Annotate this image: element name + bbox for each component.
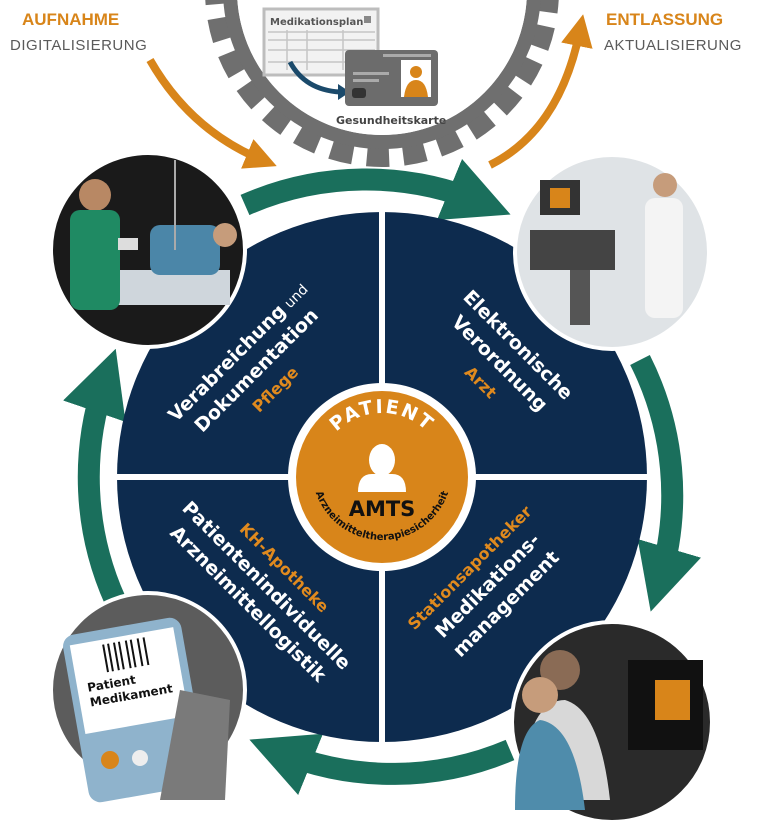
patient-icon: [358, 444, 406, 492]
gesundheitskarte-label: Gesundheitskarte: [336, 114, 446, 127]
photo-pharmacist-screen: [510, 620, 714, 824]
entlassung-title: ENTLASSUNG: [606, 10, 723, 29]
center-badge: PATIENT AMTS Arzneimitteltherapiesicherh…: [288, 383, 476, 571]
photo-doctor-terminal: [513, 153, 711, 351]
health-card-icon: [345, 50, 438, 106]
medikationsplan-title: Medikationsplan: [270, 17, 363, 28]
amts-label: AMTS: [349, 497, 416, 521]
aufnahme-title: AUFNAHME: [22, 10, 119, 29]
transfer-arrow: [287, 60, 341, 95]
photo-nurse-administration: [49, 151, 247, 349]
photo-barcode-scan: Patient Medikament: [49, 591, 247, 803]
digitalisierung-subtitle: DIGITALISIERUNG: [10, 37, 147, 54]
aktualisierung-subtitle: AKTUALISIERUNG: [604, 37, 742, 54]
orange-arrow-right: [488, 14, 593, 169]
cycle-arrows: [63, 158, 701, 795]
orange-arrow-left: [146, 58, 277, 169]
